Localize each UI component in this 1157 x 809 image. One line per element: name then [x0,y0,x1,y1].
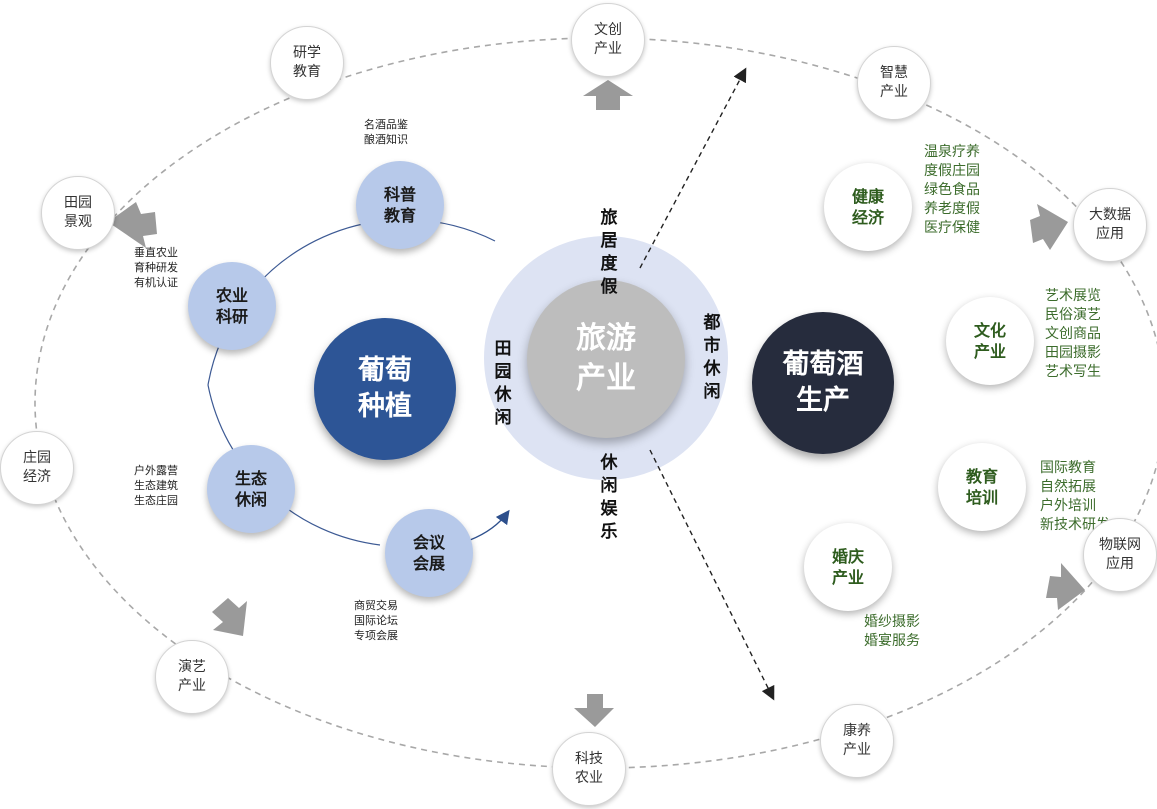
agri-research-label: 农业 科研 [215,286,248,326]
outer-label-cultural-creative: 文创 产业 [594,22,622,57]
wine-production-node[interactable]: 葡萄酒 生产 [752,312,894,454]
gray-arrow-left [108,202,157,248]
outer-node-study-education[interactable]: 研学 教育 [270,26,344,100]
wine-production-title: 葡萄酒 生产 [782,349,864,416]
gray-arrow-right-top [1030,204,1068,250]
outer-node-tech-agriculture[interactable]: 科技 农业 [552,732,626,806]
education-training-node[interactable]: 教育 培训 [938,443,1026,531]
arrow-down-right [649,449,775,701]
outer-label-manor-economy: 庄园 经济 [23,450,51,485]
outer-node-smart-industry[interactable]: 智慧 产业 [857,46,931,120]
science-education-node[interactable]: 科普 教育 [356,161,444,249]
conference-desc: 商贸交易 国际论坛 专项会展 [354,599,398,642]
grape-planting-node[interactable]: 葡萄 种植 [314,318,456,460]
outer-label-big-data: 大数据 应用 [1089,207,1131,242]
health-economy-desc: 温泉疗养 度假庄园 绿色食品 养老度假 医疗保健 [924,144,980,236]
gray-arrow-right-bottom [1046,563,1085,610]
gray-arrow-down-left [212,598,247,636]
conference-node[interactable]: 会议 会展 [385,509,473,597]
outer-node-performing-arts[interactable]: 演艺 产业 [155,640,229,714]
science-education-label: 科普 教育 [383,185,416,225]
gray-arrow-down [574,694,614,727]
center-tourism-node[interactable]: 旅游 产业 [527,280,685,438]
science-education-desc: 名酒品鉴 酿酒知识 [364,118,408,146]
outer-node-health-care[interactable]: 康养 产业 [820,704,894,778]
agri-research-node[interactable]: 农业 科研 [188,262,276,350]
wedding-industry-node[interactable]: 婚庆 产业 [804,523,892,611]
outer-label-health-care: 康养 产业 [843,723,871,758]
outer-node-pastoral-landscape[interactable]: 田园 景观 [41,176,115,250]
health-economy-node[interactable]: 健康 经济 [824,163,912,251]
center-left-label: 田 园 休 闲 [494,339,512,428]
education-training-label: 教育 培训 [965,467,998,507]
outer-label-tech-agriculture: 科技 农业 [575,751,603,786]
outer-node-manor-economy[interactable]: 庄园 经济 [0,431,74,505]
left-cycle-arrow [469,509,510,541]
outer-label-study-education: 研学 教育 [293,45,321,80]
wedding-industry-label: 婚庆 产业 [831,547,864,587]
gray-arrow-up [583,80,633,110]
arrow-up-right [639,67,747,269]
center-right-label: 都 市 休 闲 [703,313,721,402]
grape-planting-title: 葡萄 种植 [358,355,412,422]
eco-leisure-label: 生态 休闲 [234,469,267,509]
center-top-label: 旅 居 度 假 [600,208,618,297]
outer-node-big-data[interactable]: 大数据 应用 [1073,188,1147,262]
wedding-industry-desc: 婚纱摄影 婚宴服务 [864,614,920,649]
culture-industry-node[interactable]: 文化 产业 [946,297,1034,385]
center-title: 旅游 产业 [576,321,636,396]
eco-leisure-desc: 户外露营 生态建筑 生态庄园 [134,464,178,507]
eco-leisure-node[interactable]: 生态 休闲 [207,445,295,533]
outer-label-iot: 物联网 应用 [1099,537,1141,572]
outer-node-cultural-creative[interactable]: 文创 产业 [571,3,645,77]
culture-industry-desc: 艺术展览 民俗演艺 文创商品 田园摄影 艺术写生 [1045,288,1101,380]
outer-node-iot[interactable]: 物联网 应用 [1083,518,1157,592]
outer-label-smart-industry: 智慧 产业 [880,65,908,100]
outer-label-performing-arts: 演艺 产业 [178,659,206,694]
center-bottom-label: 休 闲 娱 乐 [600,453,618,542]
health-economy-label: 健康 经济 [851,187,884,227]
outer-label-pastoral-landscape: 田园 景观 [64,195,92,230]
culture-industry-label: 文化 产业 [973,321,1006,361]
conference-label: 会议 会展 [412,533,445,573]
agri-research-desc: 垂直农业 育种研发 有机认证 [134,246,178,289]
